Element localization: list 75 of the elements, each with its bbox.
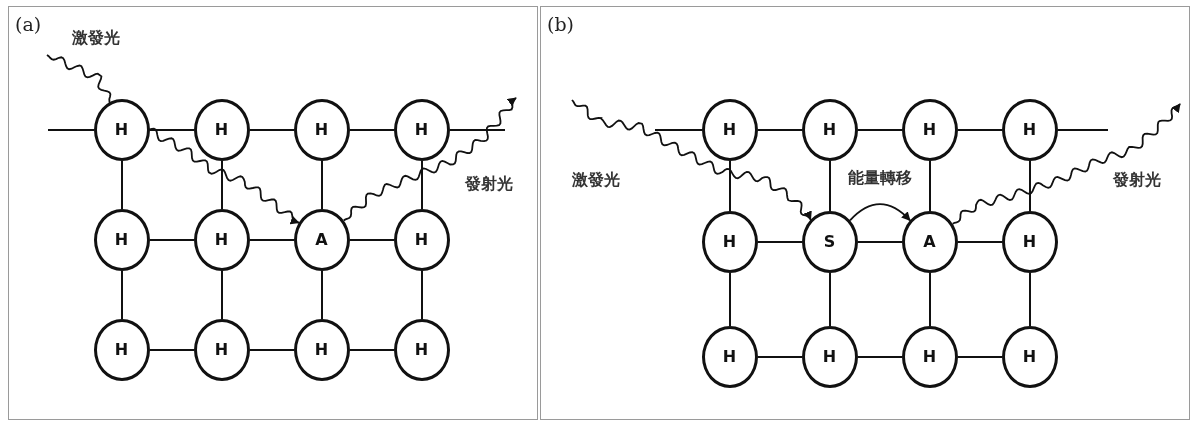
lattice-line (121, 160, 123, 210)
lattice-line (757, 129, 803, 131)
lattice-circle: H (93, 318, 150, 381)
lattice-line (249, 239, 295, 241)
lattice-line (149, 239, 195, 241)
lattice-circle: H (393, 98, 450, 161)
lattice-line (149, 129, 195, 131)
lattice-line (221, 160, 223, 210)
lattice-line (47, 129, 95, 131)
lattice-line (149, 349, 195, 351)
annotation-label: 激發光 (72, 28, 120, 49)
lattice-circle: H (701, 98, 758, 161)
panel-frame (8, 6, 538, 420)
lattice-circle: H (901, 98, 958, 161)
lattice-line (1029, 160, 1031, 212)
lattice-circle: H (901, 325, 958, 388)
wavy-arrow (571, 99, 812, 221)
lattice-line (249, 349, 295, 351)
lattice-line (321, 160, 323, 210)
lattice-line (1057, 129, 1109, 131)
lattice-circle: H (293, 98, 350, 161)
lattice-circle: H (393, 208, 450, 271)
lattice-line (829, 272, 831, 327)
lattice-line (421, 270, 423, 320)
edge-label: 能量轉移 (846, 168, 914, 189)
lattice-circle: H (701, 325, 758, 388)
lattice-line (929, 160, 931, 212)
lattice-circle: H (1001, 325, 1058, 388)
lattice-line (421, 160, 423, 210)
panel-frame (540, 6, 1190, 420)
lattice-line (857, 356, 903, 358)
lattice-line (349, 129, 395, 131)
lattice-line (857, 129, 903, 131)
lattice-line (757, 356, 803, 358)
lattice-circle: H (93, 208, 150, 271)
lattice-line (121, 270, 123, 320)
lattice-line (957, 129, 1003, 131)
lattice-line (757, 241, 803, 243)
lattice-circle: H (193, 98, 250, 161)
lattice-line (349, 349, 395, 351)
lattice-circle: H (93, 98, 150, 161)
lattice-circle: H (701, 210, 758, 273)
lattice-line (1029, 272, 1031, 327)
annotation-label: 激發光 (572, 170, 620, 191)
lattice-circle: A (901, 210, 958, 273)
annotation-label: 發射光 (1113, 170, 1161, 191)
wavy-arrow (951, 103, 1181, 225)
lattice-line (349, 239, 395, 241)
lattice-line (729, 272, 731, 327)
lattice-line (249, 129, 295, 131)
lattice-line (857, 241, 903, 243)
lattice-line (654, 129, 703, 131)
lattice-line (957, 356, 1003, 358)
lattice-circle: H (293, 318, 350, 381)
panel-label: (b) (547, 13, 574, 35)
lattice-circle: H (1001, 98, 1058, 161)
wavy-arrow (342, 97, 517, 222)
lattice-line (221, 270, 223, 320)
lattice-circle: H (801, 325, 858, 388)
lattice-line (929, 272, 931, 327)
lattice-circle: H (193, 208, 250, 271)
lattice-circle: S (801, 210, 858, 273)
lattice-line (729, 160, 731, 212)
lattice-circle: H (193, 318, 250, 381)
lattice-line (449, 129, 506, 131)
annotation-label: 發射光 (465, 174, 513, 195)
lattice-line (829, 160, 831, 212)
lattice-line (957, 241, 1003, 243)
curved-arrow (849, 203, 911, 222)
lattice-circle: H (1001, 210, 1058, 273)
lattice-line (321, 270, 323, 320)
panel-label: (a) (15, 13, 42, 35)
lattice-circle: A (293, 208, 350, 271)
lattice-circle: H (393, 318, 450, 381)
lattice-circle: H (801, 98, 858, 161)
